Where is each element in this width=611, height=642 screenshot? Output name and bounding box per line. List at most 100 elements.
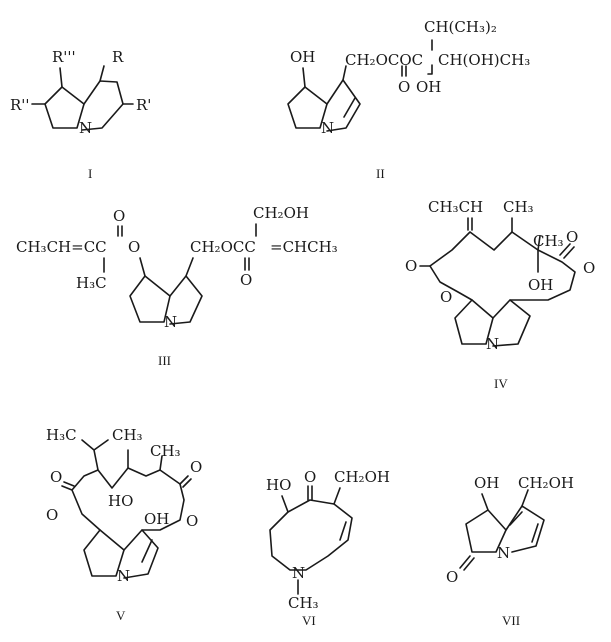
label-oh: OH (144, 510, 169, 528)
structure-VII: OH CH₂OH N O VII (446, 474, 574, 628)
ring-right (81, 80, 124, 131)
label-ester: CH₂OCOC (345, 51, 423, 69)
label-o-top: O (113, 207, 125, 225)
pyrrole-double-bonds (509, 511, 539, 543)
ring-right (123, 529, 159, 579)
bond-r (99, 65, 105, 82)
label-r2: R'' (10, 96, 30, 114)
label-ch3: CH₃ (503, 198, 534, 216)
label-n: N (164, 313, 177, 331)
carbonyl-right (179, 475, 192, 488)
ring-right (169, 275, 203, 325)
bond-ester (342, 65, 347, 81)
bonds-quaternary-c (427, 39, 433, 75)
label-ch2occ: CH₂OCC (190, 238, 256, 256)
label-ho: HO (108, 492, 133, 510)
macrocycle (71, 467, 185, 531)
double-bond (141, 539, 153, 563)
bond-oh (481, 493, 489, 511)
label-side-chain: CH(OH)CH₃ (438, 51, 530, 69)
numeral-VII: VII (502, 613, 520, 628)
label-o-ring: O (583, 259, 595, 277)
label-o-left: O (50, 468, 62, 486)
ring-right (492, 299, 531, 347)
carbonyl (307, 485, 313, 501)
ethylidene-double (467, 217, 473, 231)
numeral-III: III (158, 353, 171, 368)
bond-ch2oh (333, 487, 341, 505)
label-o: O (446, 568, 458, 586)
ring-right (326, 79, 361, 132)
isopropyl-bonds (81, 439, 109, 471)
label-ch3b: CH₃ (150, 442, 181, 460)
ring-left (83, 529, 125, 577)
macro-left-lower (429, 265, 473, 301)
label-r: R (112, 48, 124, 66)
label-n: N (117, 567, 130, 585)
label-n: N (79, 119, 92, 137)
label-ch3ch: CH₃CH (428, 198, 483, 216)
label-n: N (497, 544, 510, 562)
label-oh: OH (528, 276, 553, 294)
structure-V: H₃C CH₃ CH₃ O O HO OH O O N V (46, 426, 202, 623)
label-o-right: O (190, 458, 202, 476)
label-h3c: H₃C (46, 426, 77, 444)
numeral-V: V (116, 608, 126, 623)
numeral-IV: IV (494, 376, 508, 391)
ring-left (129, 275, 171, 323)
label-o: O (398, 78, 410, 96)
bond-ch3b (159, 455, 163, 471)
label-left-chain: CH₃CH=CC (16, 238, 107, 256)
structure-I: R''' R R'' R' N I (10, 48, 151, 181)
label-ch3: CH₃ (112, 426, 143, 444)
label-o-ring2: O (186, 512, 198, 530)
numeral-I: I (88, 166, 92, 181)
label-o-ring: O (46, 506, 58, 524)
label-n: N (292, 564, 305, 582)
label-right-chain: =CHCH₃ (270, 238, 338, 256)
label-ch2oh: CH₂OH (253, 204, 309, 222)
label-o-left: O (405, 257, 417, 275)
ring-right (505, 505, 545, 553)
ring-left (44, 86, 85, 129)
label-n: N (486, 335, 499, 353)
carbonyl-top (117, 225, 123, 237)
label-ch2oh: CH₂OH (334, 468, 390, 486)
label-h3c: H₃C (76, 274, 107, 292)
label-o: O (304, 468, 316, 486)
label-ch3: CH₃ (288, 594, 319, 612)
macrocycle (429, 231, 576, 301)
double-bond (339, 521, 347, 541)
label-ch2oh: CH₂OH (518, 474, 574, 492)
double-bond (343, 97, 356, 118)
carbonyl-right (244, 257, 250, 271)
numeral-VI: VI (302, 613, 316, 628)
label-n: N (321, 119, 334, 137)
bond-ch3b (537, 235, 541, 251)
label-oh: OH (474, 474, 499, 492)
bond-ho (281, 495, 289, 513)
structure-IV: CH₃CH CH₃ CH₃ O O O OH O N IV (405, 198, 595, 391)
macro-ring (269, 499, 353, 571)
bond-oh (302, 67, 306, 88)
label-isopropyl: CH(CH₃)₂ (424, 18, 497, 36)
structure-II: OH CH₂OCOC CH(CH₃)₂ CH(OH)CH₃ O OH N II (287, 18, 530, 181)
bond-ch2oh (521, 489, 529, 507)
ring-left (465, 509, 507, 553)
label-oh2: OH (416, 78, 441, 96)
ring-left (454, 299, 494, 345)
bond-o-left (139, 257, 146, 277)
structure-III: O CH₃CH=CC O H₃C CH₂OCC =CHCH₃ CH₂OH O N… (16, 204, 338, 368)
carbonyl-double (401, 65, 407, 77)
carbonyl (459, 555, 475, 571)
label-o-carbonyl: O (240, 271, 252, 289)
bond-r3 (59, 67, 63, 88)
label-o-right: O (566, 228, 578, 246)
label-ho: HO (266, 476, 291, 494)
label-ch3b: CH₃ (533, 232, 564, 250)
label-oh: OH (290, 48, 315, 66)
carbonyl-left (61, 481, 75, 491)
bond-ch2-right (185, 257, 194, 277)
label-r1: R' (136, 96, 151, 114)
